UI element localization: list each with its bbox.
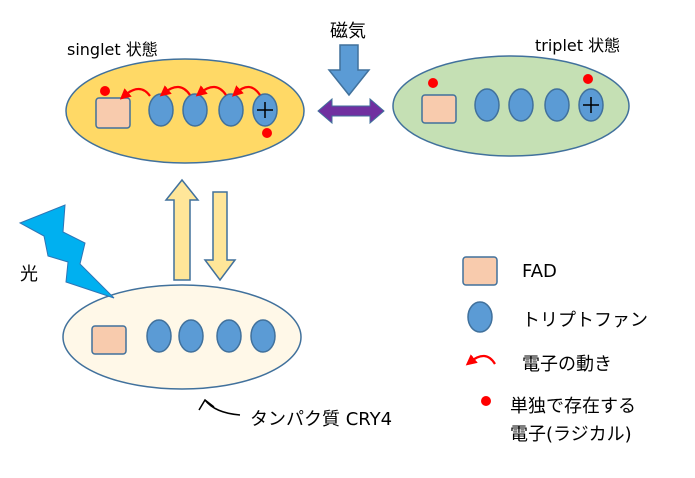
- lightning-icon: [18, 204, 115, 299]
- tryptophan: [218, 93, 244, 127]
- relaxation-down-arrow: [203, 191, 237, 282]
- fad-block: [95, 97, 131, 129]
- legend-electron-arrow-icon: [465, 354, 496, 366]
- tryptophan: [182, 93, 208, 127]
- pointer-curve: [204, 399, 241, 416]
- legend-fad-icon: [462, 256, 498, 286]
- radical-electron: [428, 78, 438, 88]
- legend-electron-motion-label: 電子の動き: [522, 354, 612, 375]
- tryptophan: [148, 93, 174, 127]
- singlet-state-group: [65, 58, 305, 164]
- light-label: 光: [20, 264, 38, 285]
- protein-label: タンパク質 CRY4: [250, 409, 393, 430]
- electron-motion-arrow: [195, 85, 227, 97]
- tryptophan: [178, 319, 204, 353]
- pointer-head: [198, 398, 215, 411]
- plus-icon: [583, 97, 599, 113]
- legend-radical-label-line1: 単独で存在する: [510, 396, 636, 417]
- radical-electron: [100, 86, 110, 96]
- tryptophan: [544, 88, 570, 122]
- tryptophan: [508, 88, 534, 122]
- radical-electron: [262, 128, 272, 138]
- legend-radical-label-line2: 電子(ラジカル): [510, 424, 632, 445]
- electron-motion-arrow: [119, 87, 151, 100]
- excitation-up-arrow: [164, 178, 200, 281]
- legend-radical-icon: [481, 396, 491, 406]
- triplet-state-group: [392, 55, 630, 157]
- singlet-label: singlet 状態: [67, 40, 158, 59]
- tryptophan: [474, 88, 500, 122]
- legend-tryptophan-icon: [467, 301, 493, 333]
- electron-motion-arrow: [159, 85, 191, 97]
- fad-block: [91, 325, 127, 355]
- triplet-label: triplet 状態: [535, 36, 621, 55]
- magnetism-arrow: [327, 44, 371, 97]
- exchange-double-arrow: [317, 97, 385, 125]
- ground-state-group: [62, 284, 302, 390]
- tryptophan: [216, 319, 242, 353]
- magnetism-label: 磁気: [330, 21, 366, 42]
- plus-icon: [257, 102, 273, 118]
- legend-tryptophan-label: トリプトファン: [522, 310, 648, 331]
- fad-block: [421, 94, 457, 124]
- legend-fad-label: FAD: [522, 261, 557, 282]
- electron-motion-arrow: [231, 85, 261, 97]
- tryptophan: [250, 319, 276, 353]
- radical-electron: [583, 74, 593, 84]
- tryptophan: [146, 319, 172, 353]
